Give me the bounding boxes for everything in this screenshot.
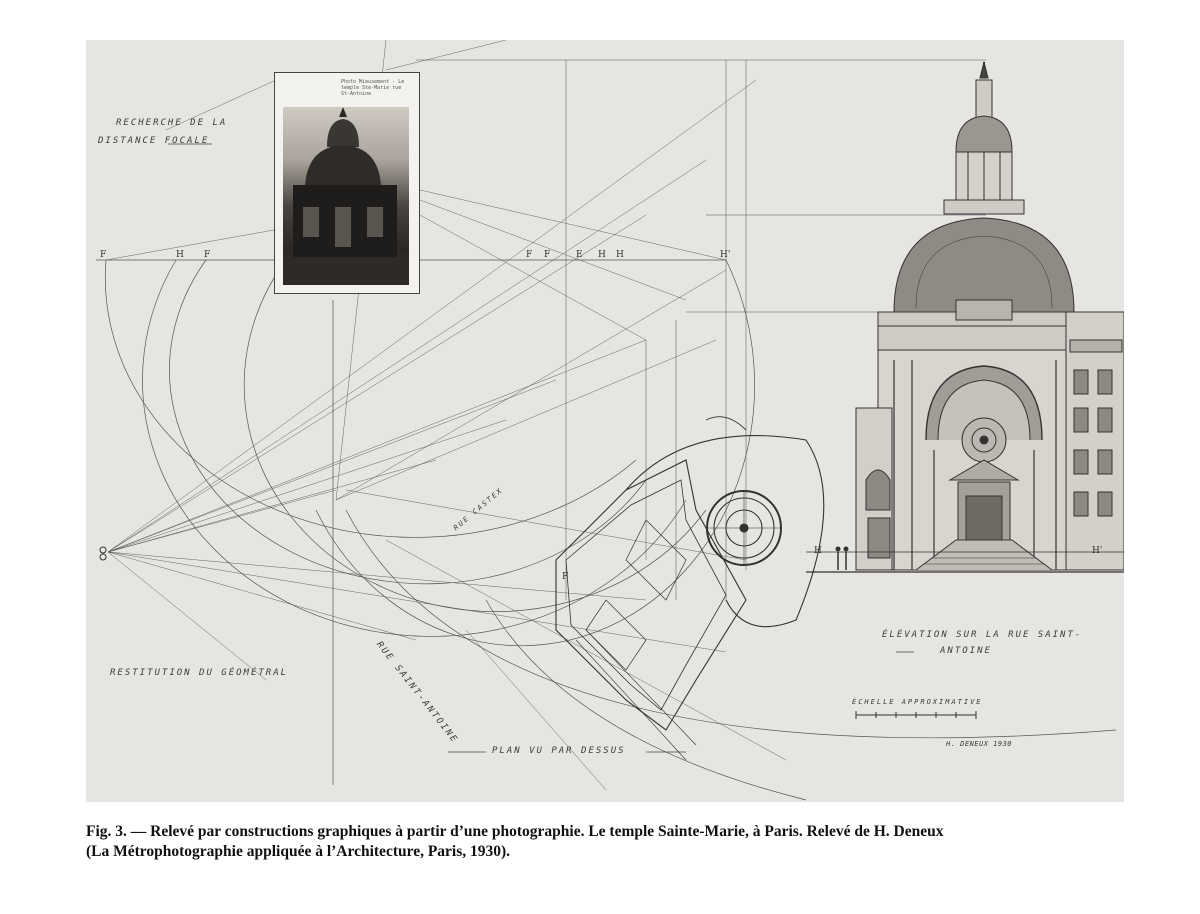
point-label: H — [814, 546, 822, 556]
point-label: E — [576, 250, 583, 260]
figure-caption: Fig. 3. — Relevé par constructions graph… — [86, 822, 1126, 862]
point-label: H' — [1092, 546, 1103, 556]
floor-plan — [555, 416, 825, 761]
point-label: H — [176, 250, 184, 260]
point-label: F — [204, 250, 211, 260]
point-label: H — [616, 250, 624, 260]
label-restitution: Restitution du géométral — [110, 668, 289, 678]
scale-bar — [855, 711, 977, 719]
point-label: H — [598, 250, 606, 260]
inset-photograph: Photo Mieusement · Le temple Ste-Marie r… — [274, 72, 420, 294]
point-label: F — [562, 572, 569, 582]
architectural-drawing-figure: Recherche de la distance focale Restitut… — [86, 40, 1124, 802]
label-plan: Plan vu par dessus — [492, 746, 626, 756]
construction-lines — [96, 40, 1117, 801]
label-scale: Échelle approximative — [852, 698, 983, 706]
label-distance-search-2: distance focale — [98, 136, 210, 146]
label-elevation-1: Élévation sur la rue Saint- — [882, 630, 1083, 640]
construction-drawing — [96, 40, 1124, 801]
caption-line-2: (La Métrophotographie appliquée à l’Arch… — [86, 843, 511, 860]
caption-line-1: Fig. 3. — Relevé par constructions graph… — [86, 823, 944, 840]
label-distance-search-1: Recherche de la — [116, 118, 228, 128]
temple-elevation — [806, 61, 1124, 573]
photo-note: Photo Mieusement · Le temple Ste-Marie r… — [341, 79, 405, 97]
label-signature: H. Deneux 1930 — [946, 740, 1013, 748]
point-label: H' — [720, 250, 731, 260]
temple-photo — [283, 107, 409, 285]
arc-1 — [105, 259, 637, 538]
photo-silhouette — [283, 107, 409, 285]
vanishing-point — [99, 546, 107, 561]
point-label: F — [100, 250, 107, 260]
point-label: F — [544, 250, 551, 260]
arc-sweep — [345, 509, 1117, 739]
label-elevation-2: Antoine — [940, 646, 992, 656]
point-label: F — [526, 250, 533, 260]
